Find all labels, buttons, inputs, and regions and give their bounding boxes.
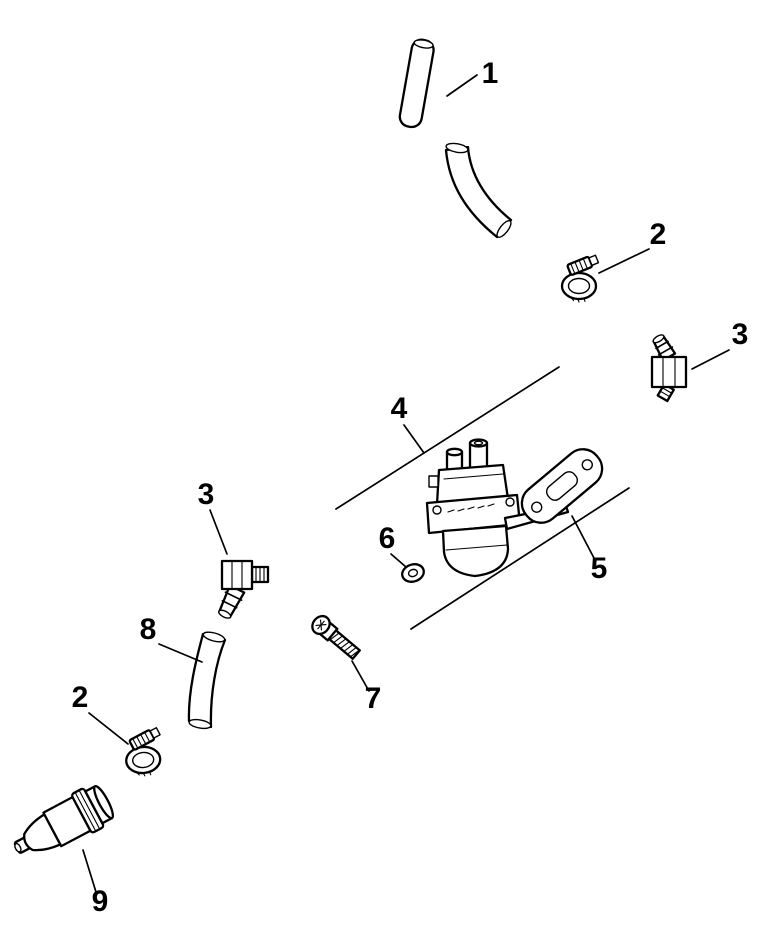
callout-4-label: 4 bbox=[391, 392, 408, 425]
elbow-fitting-part-3-left bbox=[218, 559, 270, 619]
callout-4: 4 bbox=[391, 392, 425, 454]
callout-8-label: 8 bbox=[140, 613, 157, 646]
assembly-boundary-lines bbox=[335, 366, 630, 630]
callout-3-right: 3 bbox=[691, 318, 749, 370]
callout-5: 5 bbox=[571, 515, 608, 585]
fuel-hose-part-1 bbox=[398, 38, 513, 239]
gasket-part-5 bbox=[520, 448, 604, 524]
elbow-fitting-part-3-right bbox=[650, 334, 688, 403]
callout-9-label: 9 bbox=[92, 885, 109, 918]
callout-3-left: 3 bbox=[198, 478, 228, 555]
fuel-filter-part-9 bbox=[13, 784, 115, 854]
washer-part-6 bbox=[401, 563, 425, 583]
callout-1-label: 1 bbox=[482, 57, 499, 90]
callout-1: 1 bbox=[446, 57, 499, 97]
callout-2-bottom: 2 bbox=[72, 681, 129, 745]
screw-part-7 bbox=[311, 614, 361, 660]
callout-5-label: 5 bbox=[591, 552, 608, 585]
hose-clamp-part-2-bottom bbox=[121, 724, 166, 779]
callout-2-top: 2 bbox=[598, 218, 667, 274]
callout-2-bottom-label: 2 bbox=[72, 681, 89, 714]
callout-7: 7 bbox=[351, 660, 382, 715]
hose-clamp-part-2-top bbox=[560, 252, 601, 304]
callout-6: 6 bbox=[379, 522, 407, 568]
callout-9: 9 bbox=[82, 849, 109, 918]
callout-7-label: 7 bbox=[365, 682, 382, 715]
callout-2-top-label: 2 bbox=[650, 218, 667, 251]
fuel-hose-part-8 bbox=[187, 631, 227, 730]
fuel-pump-part-4 bbox=[425, 438, 570, 578]
callout-3-right-label: 3 bbox=[732, 318, 749, 351]
callout-8: 8 bbox=[140, 613, 203, 663]
callout-6-label: 6 bbox=[379, 522, 396, 555]
callout-3-left-label: 3 bbox=[198, 478, 215, 511]
